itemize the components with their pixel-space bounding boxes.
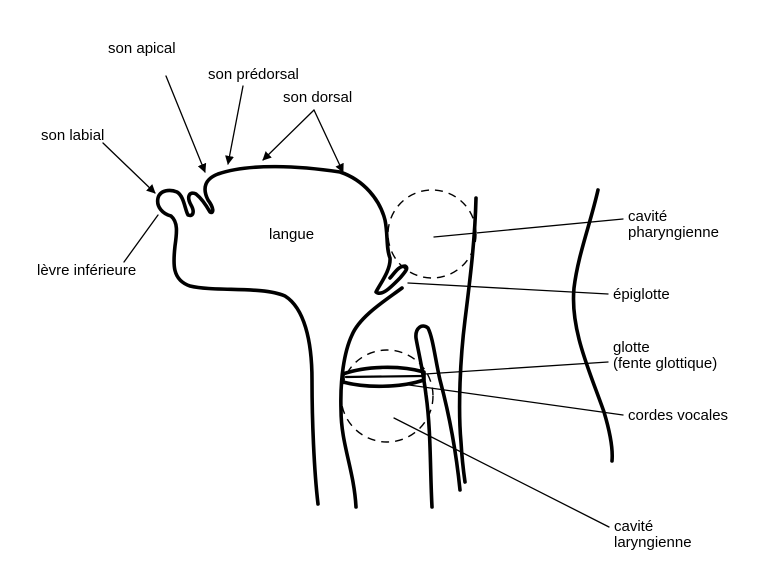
label-son-dorsal: son dorsal bbox=[283, 89, 353, 106]
larynx-front-wall bbox=[339, 286, 404, 509]
label-langue: langue bbox=[269, 226, 315, 243]
label-cavite-laryngienne-line1: cavité bbox=[614, 518, 654, 535]
label-cavite-pharyngienne: cavité pharyngienne bbox=[628, 209, 719, 241]
label-cavite-pharyngienne-line2: pharyngienne bbox=[628, 224, 719, 241]
label-son-labial: son labial bbox=[41, 127, 105, 144]
label-son-predorsal: son prédorsal bbox=[208, 66, 299, 83]
label-cavite-laryngienne: cavité laryngienne bbox=[614, 519, 692, 551]
label-cavite-pharyngienne-line1: cavité bbox=[628, 208, 668, 225]
label-levre-inferieure: lèvre inférieure bbox=[37, 262, 137, 279]
pharynx-posterior-wall bbox=[457, 196, 478, 484]
arytenoid bbox=[414, 324, 462, 509]
label-epiglotte: épiglotte bbox=[613, 286, 670, 303]
label-son-apical: son apical bbox=[108, 40, 176, 57]
label-cordes-vocales: cordes vocales bbox=[628, 407, 729, 424]
spine-line bbox=[571, 188, 614, 463]
laryngeal-cavity-circle bbox=[340, 349, 434, 443]
pharyngeal-cavity-circle bbox=[387, 189, 477, 279]
label-cavite-laryngienne-line2: laryngienne bbox=[614, 534, 692, 551]
label-glotte-line1: glotte bbox=[613, 339, 650, 356]
label-glotte: glotte (fente glottique) bbox=[613, 340, 717, 372]
vocal-folds bbox=[341, 365, 426, 389]
tongue-contour bbox=[155, 164, 409, 506]
label-glotte-line2: (fente glottique) bbox=[613, 355, 718, 372]
